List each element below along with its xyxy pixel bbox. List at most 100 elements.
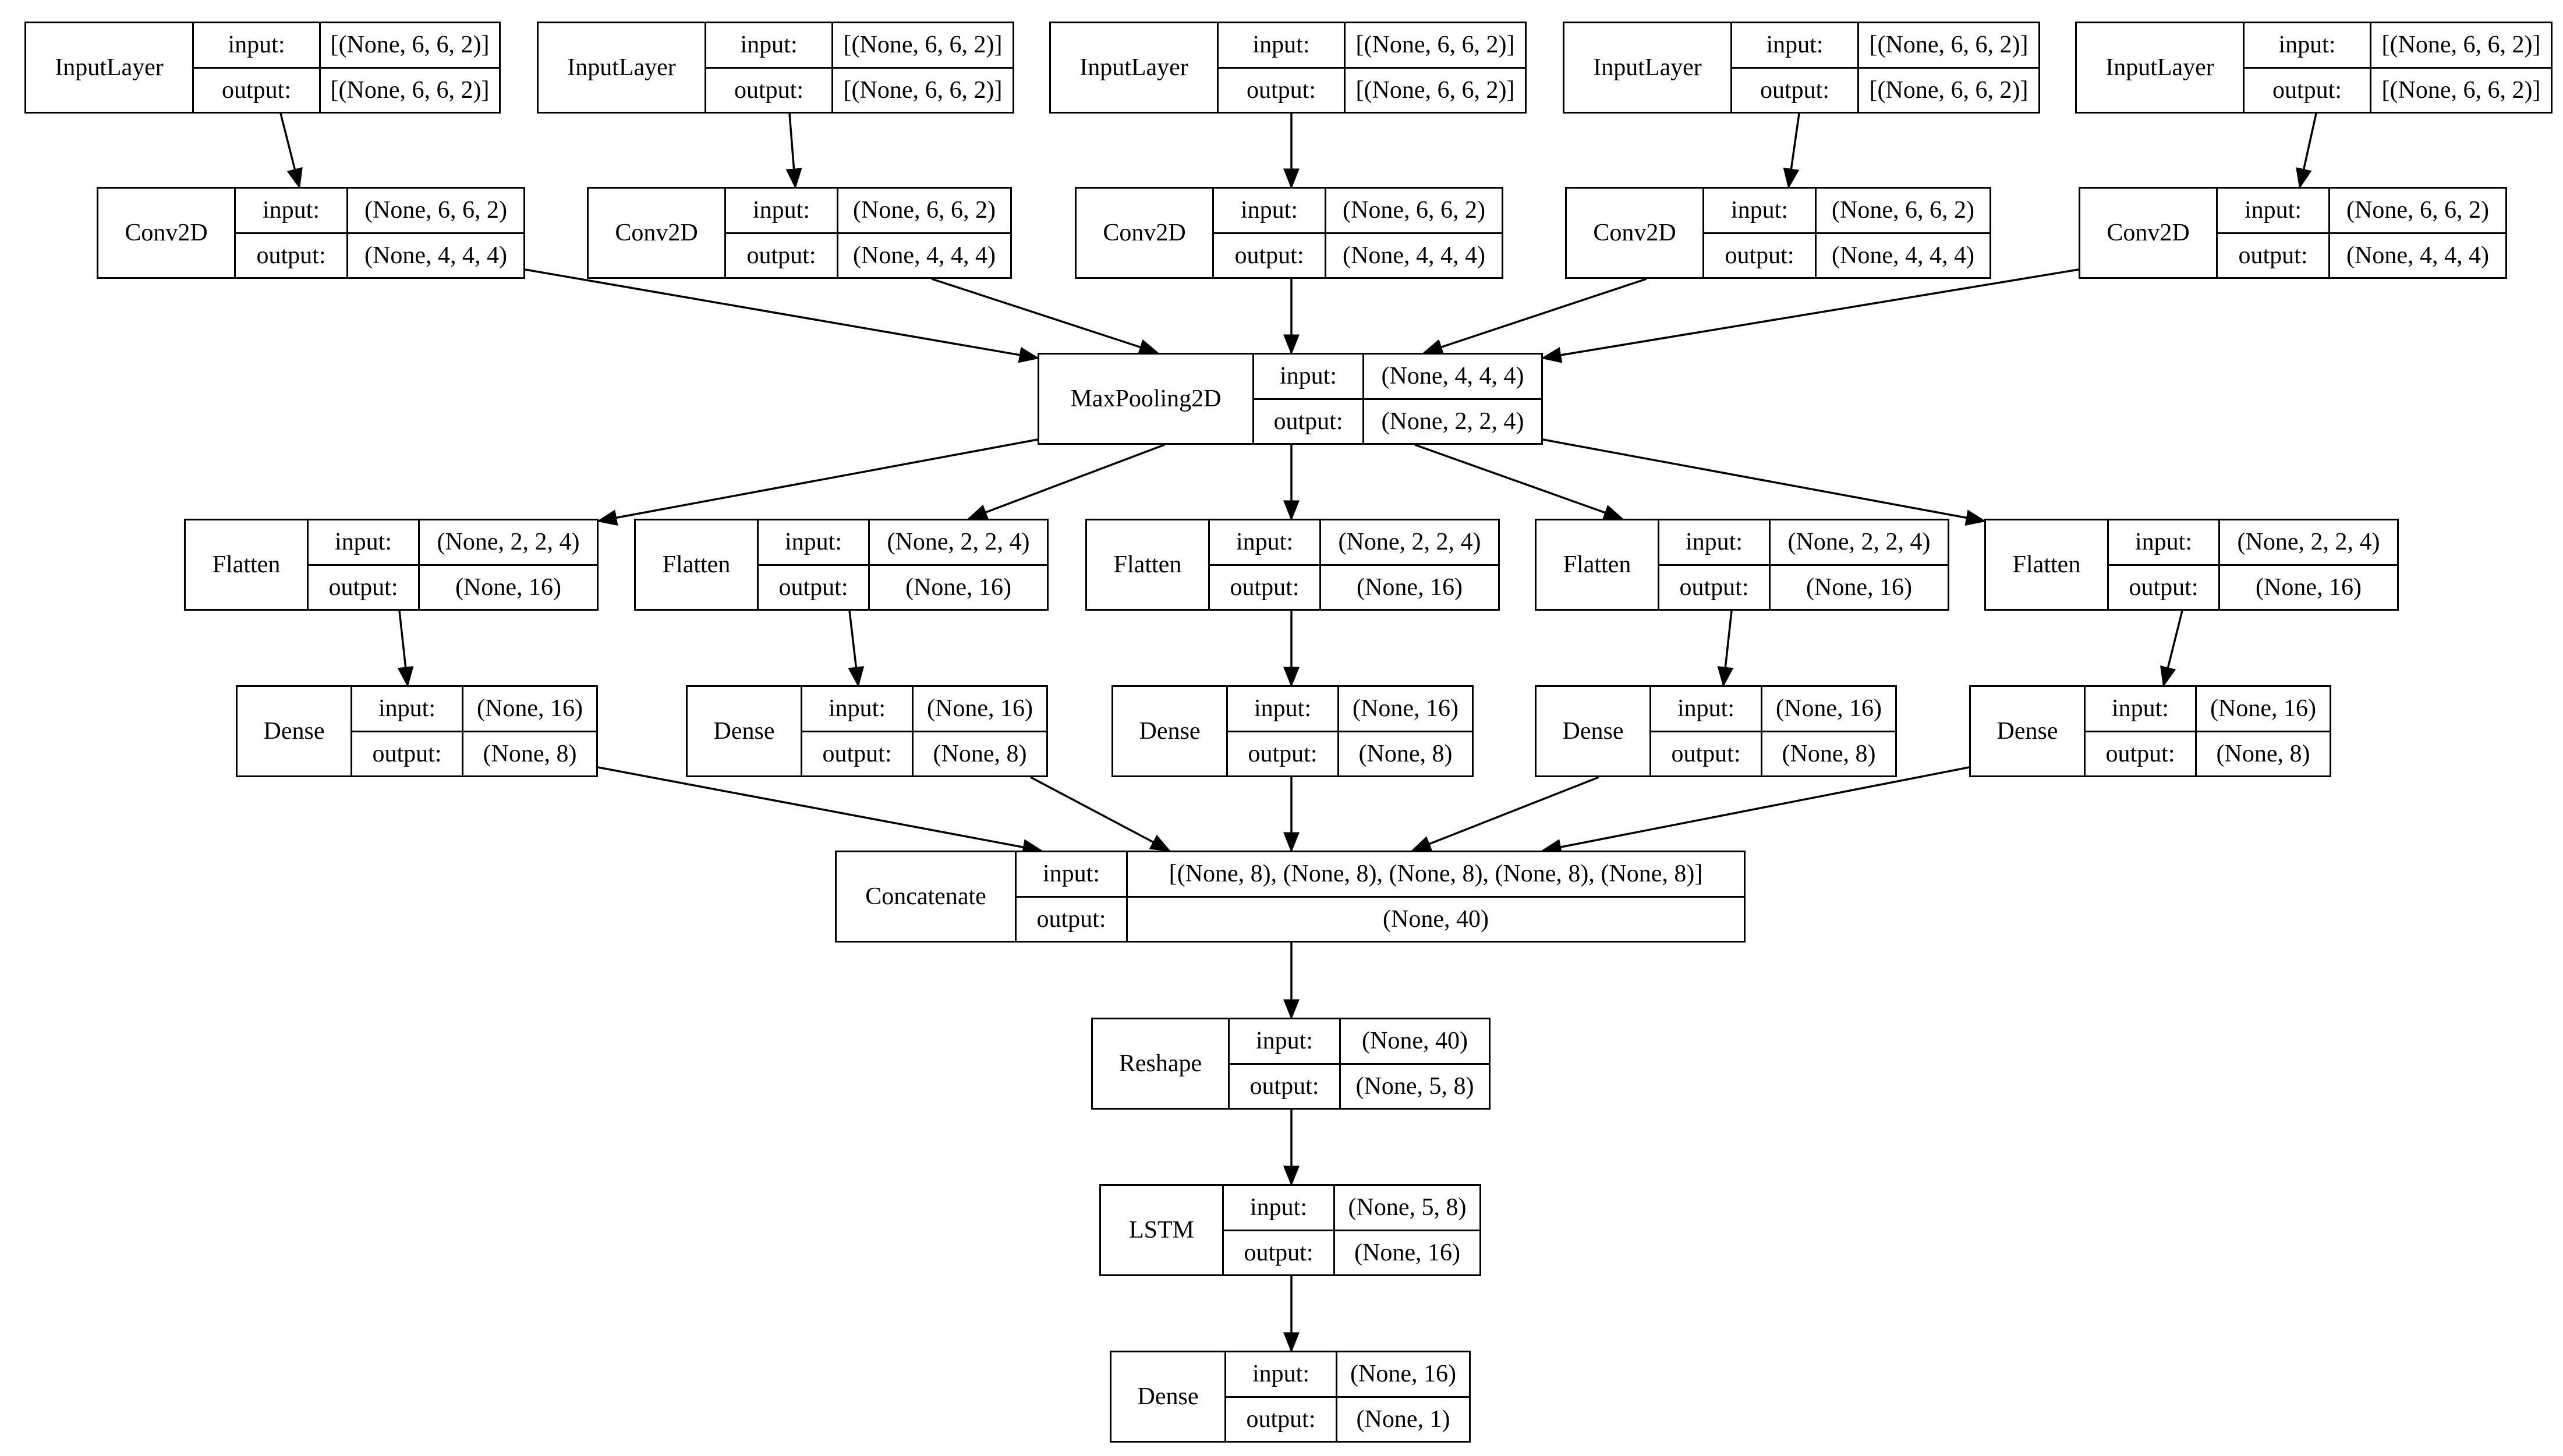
layer-type: Dense — [1537, 687, 1651, 775]
input-label: input: — [706, 23, 831, 69]
input-label: input: — [1224, 1186, 1333, 1231]
input-label: input: — [1219, 23, 1344, 69]
input-shape: (None, 2, 2, 4) — [1771, 520, 1948, 566]
output-label: output: — [1248, 740, 1318, 767]
input-label: input: — [1704, 189, 1815, 234]
input-shape: (None, 6, 6, 2) — [348, 189, 523, 234]
input-label: input: — [352, 687, 462, 732]
output-label: output: — [2272, 76, 2342, 104]
output-shape: (None, 8) — [933, 740, 1027, 767]
input-label: input: — [309, 520, 418, 566]
input-shape: (None, 16) — [1762, 687, 1895, 732]
layer-type: Conv2D — [1567, 189, 1704, 277]
input-shape: (None, 5, 8) — [1335, 1186, 1479, 1231]
input-label: input: — [1651, 687, 1761, 732]
input-shape: (None, 6, 6, 2) — [1817, 189, 1989, 234]
input-label: input: — [236, 189, 346, 234]
output-shape: (None, 4, 4, 4) — [853, 242, 996, 269]
layer-type: InputLayer — [539, 23, 706, 112]
output-shape: (None, 8) — [1782, 740, 1876, 767]
input-shape: (None, 16) — [463, 687, 596, 732]
layer-type: InputLayer — [1564, 23, 1732, 112]
output-label: output: — [2238, 242, 2308, 269]
input-label: input: — [1214, 189, 1325, 234]
input-shape: (None, 2, 2, 4) — [870, 520, 1047, 566]
edge-in4-to-conv4 — [1783, 113, 1800, 189]
output-shape: (None, 4, 4, 4) — [2346, 242, 2489, 269]
output-label: output: — [221, 76, 291, 104]
edge-dense1-to-concat — [597, 766, 1043, 855]
output-label: output: — [1230, 573, 1300, 601]
layer-type: Concatenate — [837, 852, 1017, 941]
layer-type: Flatten — [636, 520, 759, 609]
output-label: output: — [328, 573, 398, 601]
output-shape: [(None, 6, 6, 2)] — [2381, 76, 2541, 104]
output-shape: (None, 4, 4, 4) — [364, 242, 507, 269]
input-shape: (None, 2, 2, 4) — [2220, 520, 2397, 566]
output-label: output: — [734, 76, 803, 104]
edge-in1-to-conv1 — [279, 113, 303, 189]
output-shape: (None, 1) — [1356, 1405, 1450, 1433]
output-label: output: — [372, 740, 442, 767]
input-shape: (None, 6, 6, 2) — [838, 189, 1010, 234]
output-label: output: — [822, 740, 892, 767]
edge-pool-to-flat4 — [1414, 444, 1624, 520]
input-shape: (None, 6, 6, 2) — [1326, 189, 1502, 234]
output-shape: [(None, 6, 6, 2)] — [843, 76, 1003, 104]
input-label: input: — [1017, 852, 1126, 898]
layer-type: Conv2D — [1077, 189, 1214, 277]
output-shape: (None, 8) — [483, 740, 577, 767]
edge-pool-to-flat2 — [967, 444, 1165, 520]
layer-type: MaxPooling2D — [1039, 355, 1254, 443]
input-label: input: — [1254, 355, 1362, 400]
input-shape: [(None, 6, 6, 2)] — [833, 23, 1013, 69]
output-shape: (None, 4, 4, 4) — [1832, 242, 1974, 269]
output-shape: (None, 16) — [1806, 573, 1912, 601]
input-label: input: — [802, 687, 912, 732]
layer-type: InputLayer — [26, 23, 194, 112]
layer-type: Conv2D — [98, 189, 236, 277]
layer-type: InputLayer — [1051, 23, 1219, 112]
input-label: input: — [726, 189, 837, 234]
edge-dense2-to-concat — [1030, 776, 1171, 852]
layer-type: Conv2D — [2080, 189, 2218, 277]
input-label: input: — [1230, 1019, 1339, 1065]
edge-pool-to-flat5 — [1542, 438, 1987, 526]
edge-conv2-to-pool — [931, 278, 1160, 355]
input-shape: (None, 2, 2, 4) — [420, 520, 597, 566]
input-shape: [(None, 6, 6, 2)] — [2371, 23, 2551, 69]
output-shape: (None, 2, 2, 4) — [1381, 408, 1524, 435]
layer-type: LSTM — [1101, 1186, 1224, 1274]
edge-pool-to-flat1 — [596, 438, 1038, 526]
output-label: output: — [1036, 905, 1106, 933]
output-shape: (None, 16) — [905, 573, 1011, 601]
input-label: input: — [1228, 687, 1337, 732]
layer-type: InputLayer — [2077, 23, 2245, 112]
input-shape: (None, 16) — [2197, 687, 2330, 732]
input-shape: (None, 16) — [1337, 1352, 1469, 1398]
output-label: output: — [1760, 76, 1829, 104]
layer-type: Dense — [1113, 687, 1228, 775]
edge-flat2-to-dense2 — [848, 610, 865, 688]
input-label: input: — [1210, 520, 1319, 566]
input-shape: (None, 2, 2, 4) — [1321, 520, 1498, 566]
input-label: input: — [1732, 23, 1857, 69]
layer-type: Dense — [1971, 687, 2086, 775]
input-shape: (None, 16) — [1339, 687, 1472, 732]
output-label: output: — [256, 242, 326, 269]
output-shape: [(None, 6, 6, 2)] — [1869, 76, 2029, 104]
edge-dense5-to-concat — [1541, 766, 1970, 855]
